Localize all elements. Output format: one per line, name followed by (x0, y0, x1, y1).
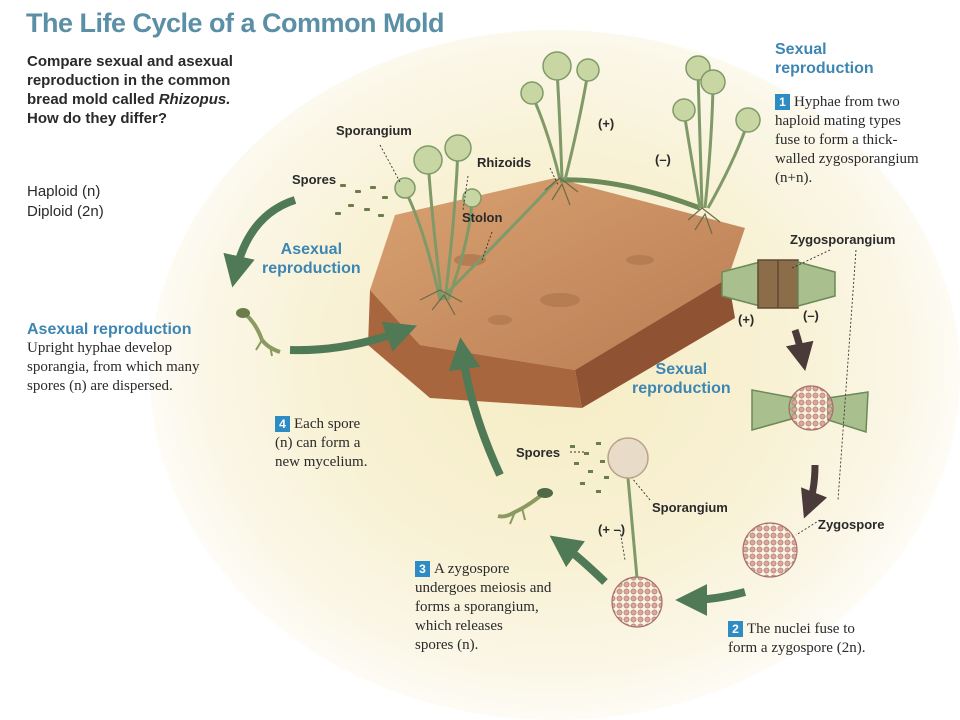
label-minus-top: (–) (655, 152, 671, 167)
sexual-reproduction-header: Sexual reproduction (775, 40, 874, 78)
step-text: form a zygospore (2n). (728, 640, 866, 656)
bread-block (368, 178, 745, 408)
step-text: Each spore (294, 416, 361, 432)
step-text: undergoes meiosis and (415, 580, 552, 596)
germinating-spore-bottom (497, 488, 553, 525)
asexual-spores (335, 184, 388, 217)
asexual-description-title: Asexual reproduction (27, 321, 192, 338)
label-zygosporangium: Zygosporangium (790, 232, 896, 247)
stage-label-line: reproduction (262, 260, 361, 277)
step-text: The nuclei fuse to (747, 621, 855, 637)
stage-label-line: reproduction (632, 380, 731, 397)
intro-line: reproduction in the common (27, 72, 231, 89)
description-line: Upright hyphae develop (27, 340, 172, 356)
intro-text: bread mold called (27, 91, 159, 108)
step-number-badge: 3 (415, 561, 430, 577)
intro-line: Compare sexual and asexual (27, 53, 233, 70)
sexual-stage-label: Sexual reproduction (632, 360, 731, 398)
zygosporangium-illustration (721, 259, 836, 309)
label-plus-zygo: (+) (738, 312, 755, 327)
legend-haploid: Haploid (n) (27, 183, 101, 200)
intro-question: Compare sexual and asexual reproduction … (27, 52, 257, 128)
label-spores-bottom: Spores (516, 445, 561, 460)
genus-name: Rhizopus. (158, 91, 231, 108)
label-sporangium-bottom: Sporangium (652, 500, 728, 515)
ploidy-legend: Haploid (n) Diploid (2n) (27, 182, 104, 222)
germinating-spore-left (236, 308, 281, 357)
stolon-hypha (559, 177, 701, 211)
description-line: sporangia, from which many (27, 359, 200, 375)
intro-line: bread mold called Rhizopus. (27, 90, 257, 109)
step-text: (n) can form a (275, 435, 361, 451)
sexual-header-line: reproduction (775, 60, 874, 77)
step-text: which releases (415, 618, 503, 634)
description-line: spores (n) are dispersed. (27, 378, 173, 394)
legend-diploid: Diploid (2n) (27, 203, 104, 220)
asexual-description: Asexual reproduction Upright hyphae deve… (27, 320, 257, 396)
label-spores-top: Spores (292, 172, 337, 187)
label-plus-top: (+) (598, 116, 615, 131)
label-sporangium-top: Sporangium (336, 123, 412, 138)
sexual-header-line: Sexual (775, 41, 827, 58)
zygospore (742, 522, 798, 578)
step-text: fuse to form a thick- (775, 132, 898, 148)
label-plus-minus: (+ –) (598, 522, 626, 537)
cycle-arrows (223, 196, 828, 616)
step-text: (n+n). (775, 170, 813, 186)
step-text: Hyphae from two (794, 94, 900, 110)
label-minus-zygo: (–) (803, 308, 819, 323)
germinating-zygospore (607, 437, 663, 628)
stage-label-line: Sexual (655, 361, 708, 378)
intro-line: How do they differ? (27, 110, 167, 127)
step-number-badge: 4 (275, 416, 290, 432)
label-rhizoids: Rhizoids (477, 155, 532, 170)
page-title: The Life Cycle of a Common Mold (26, 8, 445, 38)
step-text: forms a sporangium, (415, 599, 539, 615)
step-text: spores (n). (415, 637, 479, 653)
step-number-badge: 1 (775, 94, 790, 110)
rhizoids-left (419, 289, 463, 316)
step-text: walled zygosporangium (775, 151, 919, 167)
label-zygospore: Zygospore (818, 517, 885, 532)
sexual-spores (570, 442, 609, 493)
step-text: haploid mating types (775, 113, 901, 129)
asexual-stage-label: Asexual reproduction (262, 240, 361, 278)
leader-lines (379, 144, 857, 561)
step-text: new mycelium. (275, 454, 368, 470)
step-number-badge: 2 (728, 621, 743, 637)
zygospore-suspensors (751, 385, 869, 434)
stage-label-line: Asexual (280, 241, 343, 258)
label-stolon: Stolon (462, 210, 503, 225)
step-text: A zygospore (434, 561, 510, 577)
